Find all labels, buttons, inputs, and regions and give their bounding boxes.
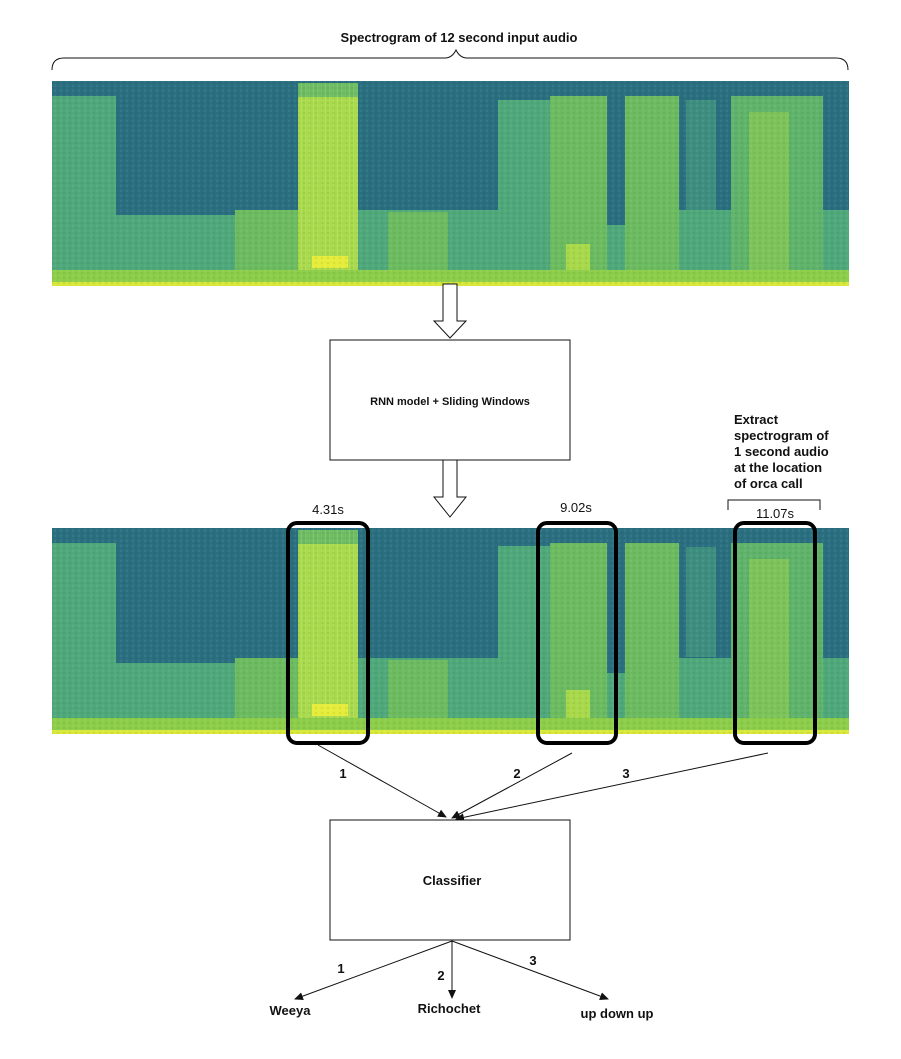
extract-note: Extract spectrogram of 1 second audio at… [734, 412, 832, 491]
arrow-index-1: 1 [339, 766, 346, 781]
output-label-2: Richochet [418, 1001, 482, 1016]
arrow-index-2: 2 [513, 766, 520, 781]
flow-arrow-to-detections [432, 459, 468, 518]
detection-box-2 [536, 521, 618, 745]
arrow-output-3 [451, 940, 609, 1000]
rnn-box [329, 339, 571, 461]
detection-box-1 [286, 521, 370, 745]
detection-spectrogram [52, 528, 849, 734]
output-label-3: up down up [581, 1006, 654, 1021]
output-index-1: 1 [337, 961, 344, 976]
arrow-detection-2 [451, 752, 573, 819]
output-index-3: 3 [529, 953, 536, 968]
extract-bracket [727, 499, 821, 510]
detection-time-3: 11.07s [756, 506, 795, 521]
title-brace [51, 48, 849, 71]
input-spectrogram [52, 81, 849, 286]
classifier-box [329, 819, 571, 941]
arrow-index-3: 3 [622, 766, 629, 781]
output-index-2: 2 [437, 968, 444, 983]
classifier-label: Classifier [423, 873, 482, 888]
arrow-detection-3 [455, 752, 769, 822]
rnn-box-label: RNN model + Sliding Windows [370, 396, 530, 408]
arrow-output-1 [294, 940, 453, 1000]
output-label-1: Weeya [270, 1003, 312, 1018]
diagram-title: Spectrogram of 12 second input audio [341, 30, 578, 45]
detection-box-3 [733, 521, 817, 745]
arrow-detection-1 [317, 744, 447, 818]
detection-time-1: 4.31s [312, 502, 344, 517]
flow-arrow-to-rnn [432, 283, 468, 339]
detection-time-2: 9.02s [560, 500, 592, 515]
